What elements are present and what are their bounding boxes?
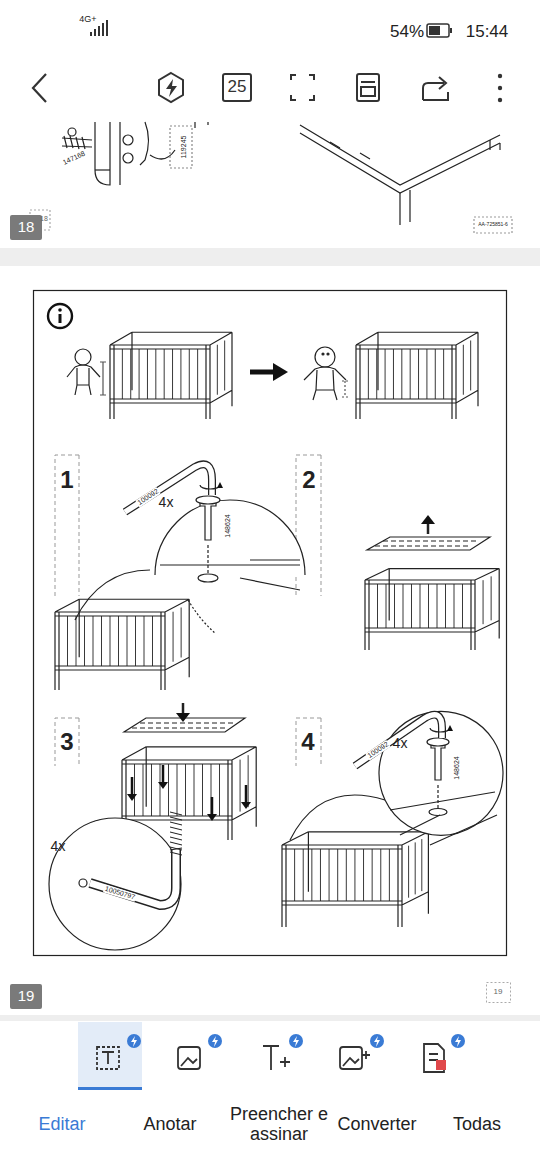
toolbar-label: Editar (38, 1115, 85, 1135)
quantity: 4x (159, 495, 174, 510)
battery-level: 54% (390, 23, 424, 42)
premium-badge (208, 1034, 222, 1048)
toolbar-label: Converter (337, 1115, 416, 1135)
crib-drawing (55, 599, 189, 690)
page-number: 18 (40, 215, 48, 223)
part-number: 148624 (224, 514, 232, 537)
part-number: 148624 (453, 756, 461, 779)
toolbar-label: Preencher e assinar (229, 1105, 329, 1145)
premium-badge (370, 1034, 384, 1048)
part-number: 119245 (180, 136, 188, 159)
quantity: 4x (51, 839, 66, 854)
node-text: 19 (18, 988, 35, 1005)
page-number-badge: 19 (10, 984, 42, 1009)
premium-badge (127, 1034, 141, 1048)
crib-drawing (365, 569, 499, 650)
toolbar-label: Anotar (143, 1115, 196, 1135)
quantity: 4x (393, 736, 408, 751)
part-number: 147168 (62, 150, 86, 167)
document-code: AA-725851-6 (478, 222, 507, 228)
crib-drawing (282, 832, 428, 927)
crib-drawing (110, 332, 232, 419)
step-number: 2 (302, 467, 315, 493)
clock: 15:44 (466, 23, 509, 42)
status-network: 4G+ (79, 15, 96, 25)
premium-badge (289, 1034, 303, 1048)
page-number: 19 (494, 988, 503, 997)
node-text: 25 (228, 78, 247, 97)
step-number: 3 (60, 729, 73, 755)
crib-drawing (356, 332, 478, 419)
toolbar-label: Todas (453, 1115, 501, 1135)
page-count-box: 25 (222, 73, 252, 102)
page-number-badge: 18 (10, 215, 42, 240)
part-number: 100092 (135, 487, 160, 507)
node-text: 18 (18, 219, 35, 236)
premium-badge (451, 1034, 465, 1048)
step-number: 4 (301, 729, 314, 755)
step-number: 1 (60, 467, 73, 493)
